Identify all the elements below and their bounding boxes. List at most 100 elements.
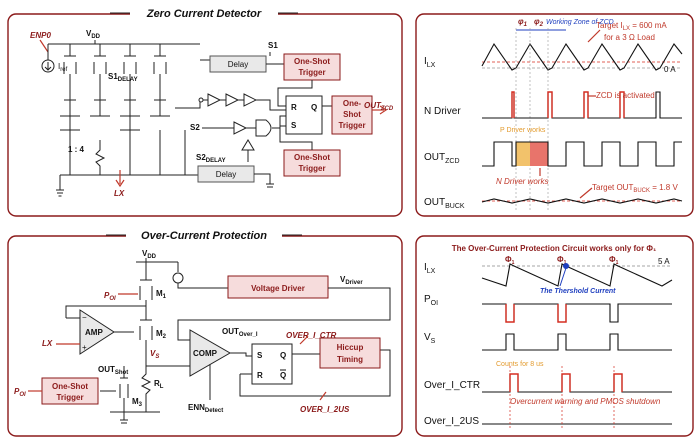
zcd-and-gate [255, 119, 272, 137]
zcd-ndriver-highlight [530, 142, 548, 166]
svg-text:Delay: Delay [228, 60, 248, 69]
zcd-vdd-label: VDD [86, 29, 101, 40]
ocp-wave-2us-label: Over_I_2US [424, 416, 479, 427]
ocp-over-ctr-label: OVER_I_CTR [286, 331, 336, 340]
ocp-vs-waveform [482, 333, 672, 351]
svg-text:Trigger: Trigger [298, 68, 325, 77]
svg-text:AMP: AMP [85, 328, 103, 337]
zcd-title: Zero Current Detector [146, 8, 262, 20]
zcd-wave-outbuck-label: OUTBUCK [424, 197, 465, 210]
svg-text:Φ1: Φ1 [557, 255, 567, 266]
svg-text:Shot: Shot [343, 110, 361, 119]
ocp-m3-label: M3 [132, 397, 143, 408]
zcd-outbuck-waveform [481, 198, 683, 204]
svg-text:One-: One- [343, 99, 362, 108]
zcd-ratio-label: 1 : 4 [68, 145, 85, 154]
ocp-voltage-driver [227, 275, 329, 299]
ocp-current-sensor [172, 272, 184, 284]
ocp-warning-annotation: Overcurrent warning and PMOS shutdown [510, 397, 661, 406]
svg-text:Q: Q [280, 371, 286, 380]
svg-text:φ2: φ2 [534, 17, 544, 28]
zcd-one-shot-trigger-2 [331, 95, 373, 135]
zcd-s2delay-label: S2DELAY [196, 153, 226, 164]
ocp-outshot-label: OUTShot [98, 365, 128, 376]
svg-text:Φ1: Φ1 [505, 255, 515, 266]
svg-text:Hiccup: Hiccup [337, 343, 364, 352]
svg-text:0 A: 0 A [664, 65, 676, 74]
zcd-output-label: OUTZCD [364, 101, 394, 112]
svg-text:R: R [291, 103, 297, 112]
svg-text:for a 3 Ω Load: for a 3 Ω Load [604, 33, 655, 42]
ocp-enn-label: ENNDetect [188, 403, 223, 414]
svg-text:Q: Q [311, 103, 317, 112]
zcd-pdriver-highlight [516, 142, 530, 166]
zcd-ndriver-works-annotation: N Driver works [496, 177, 548, 186]
ocp-wave-ilx-label: ILX [424, 262, 436, 275]
zcd-sr-latch [285, 95, 323, 135]
svg-text:−: − [82, 313, 87, 322]
zcd-one-shot-trigger-1 [283, 53, 341, 81]
ocp-amp [79, 309, 115, 355]
zcd-s1delay-label: S1DELAY [108, 72, 138, 83]
svg-text:Timing: Timing [337, 355, 363, 364]
zcd-activated-annotation: ZCD is activated [596, 91, 655, 100]
zcd-one-shot-trigger-3 [283, 149, 341, 177]
zcd-target-current-annotation: Target ILX = 600 mA [596, 21, 667, 32]
svg-text:5 A: 5 A [658, 257, 670, 266]
ocp-m2-label: M2 [156, 329, 167, 340]
svg-text:Trigger: Trigger [338, 121, 365, 130]
ocp-waveform-panel: The Over-Current Protection Circuit work… [415, 235, 694, 437]
zcd-s1-label: S1 [268, 41, 278, 50]
ocp-wave-ctr-label: Over_I_CTR [424, 380, 480, 391]
zcd-pdriver-works-annotation: P Driver works [500, 127, 546, 134]
ocp-over-2us-label: OVER_I_2US [300, 405, 350, 414]
zcd-lx-label: LX [114, 189, 125, 198]
svg-text:Delay: Delay [216, 170, 236, 179]
ocp-hiccup-timing [319, 337, 381, 369]
ocp-wave-poi-label: POI [424, 294, 438, 307]
zcd-target-out-annotation: Target OUTBUCK = 1.8 V [592, 183, 678, 194]
zcd-working-zone-label: Working Zone of ZCD [546, 19, 614, 26]
svg-text:S: S [257, 351, 263, 360]
svg-text:Voltage Driver: Voltage Driver [251, 284, 305, 293]
zcd-wave-ilx-label: ILX [424, 56, 436, 69]
zcd-wave-ndriver-label: N Driver [424, 106, 461, 117]
ocp-phi-markers: Φ1 Φ1 Φ1 [505, 255, 619, 266]
zcd-s2-label: S2 [190, 123, 200, 132]
svg-text:Trigger: Trigger [298, 164, 325, 173]
zcd-logic-chain [175, 59, 286, 111]
svg-text:One-Shot: One-Shot [294, 153, 330, 162]
svg-text:+: + [82, 343, 87, 352]
ocp-wave-header: The Over-Current Protection Circuit work… [452, 244, 657, 253]
ocp-vdd-label: VDD [142, 249, 157, 260]
ocp-wave-vs-label: VS [424, 332, 436, 345]
svg-text:S: S [291, 121, 297, 130]
ocp-sr-latch [251, 343, 293, 385]
ocp-threshold-label: The Thershold Current [540, 288, 616, 295]
ocp-rl-label: RL [154, 379, 164, 390]
svg-text:Q: Q [280, 351, 286, 360]
ocp-threshold-point [563, 263, 569, 269]
zcd-waveform-panel: ILX 0 A Target ILX = 600 mA for a 3 Ω Lo… [415, 13, 694, 217]
ocp-outover-label: OUTOver_I [222, 327, 258, 338]
zcd-mirror-transistors [56, 55, 200, 197]
svg-text:COMP: COMP [193, 349, 218, 358]
zcd-circuit-panel: Zero Current Detector ENP0 Iref VDD [7, 6, 403, 217]
ocp-m1-label: M1 [156, 289, 167, 300]
svg-text:One-Shot: One-Shot [52, 382, 88, 391]
ocp-poi-label: POI [104, 291, 116, 302]
zcd-ilx-waveform [481, 42, 683, 71]
ocp-one-shot-trigger [41, 377, 99, 405]
ocp-vdriver-label: VDriver [340, 275, 363, 286]
svg-text:Φ1: Φ1 [609, 255, 619, 266]
zcd-enp0-label: ENP0 [30, 31, 51, 40]
zcd-outzcd-waveform [482, 141, 682, 167]
ocp-poi2-label: POI [14, 387, 26, 398]
ocp-title: Over-Current Protection [141, 230, 267, 242]
svg-text:φ1: φ1 [518, 17, 528, 28]
svg-text:R: R [257, 371, 263, 380]
ocp-count-annotation: Counts for 8 us [496, 361, 544, 368]
svg-text:One-Shot: One-Shot [294, 57, 330, 66]
svg-text:Trigger: Trigger [56, 393, 83, 402]
